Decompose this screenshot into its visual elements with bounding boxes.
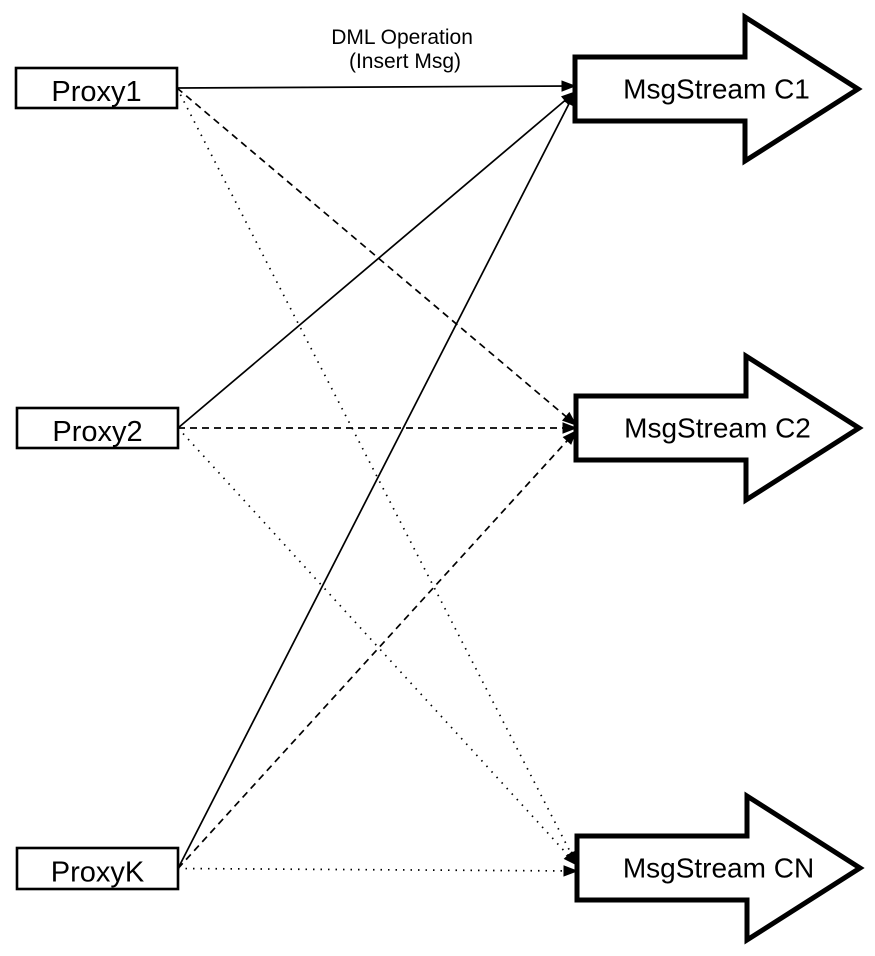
edge-proxyk-to-cn-dotted <box>177 865 579 877</box>
edge-proxy1-to-cn-dotted <box>176 87 578 867</box>
edge-proxy2-to-cn-dotted <box>177 427 578 867</box>
stream-label-cn: MsgStream CN <box>623 853 814 884</box>
stream-node-c1: MsgStream C1 <box>572 12 863 166</box>
stream-arrow-c2 <box>573 351 864 505</box>
proxy-node-proxyk: ProxyK <box>15 846 180 891</box>
edge-proxyk-to-c2-dashed <box>177 429 577 870</box>
edge-proxy1-to-c1-solid <box>176 80 577 92</box>
stream-label-c2: MsgStream C2 <box>624 413 811 444</box>
edge-proxy2-to-c1-solid <box>177 91 577 429</box>
edge-proxy1-to-c2-dashed <box>176 87 578 426</box>
proxy-node-proxy2: Proxy2 <box>15 406 180 450</box>
stream-node-c2: MsgStream C2 <box>573 351 864 505</box>
proxy-box-proxy1 <box>14 66 179 110</box>
edge-proxyk-to-c1-solid <box>177 90 576 869</box>
proxy-box-proxyk <box>15 846 180 891</box>
proxy-label-proxyk: ProxyK <box>51 857 145 889</box>
stream-arrow-c1 <box>572 12 863 166</box>
edge-label-line1: DML Operation <box>331 26 473 49</box>
edges-layer <box>176 80 579 877</box>
stream-label-c1: MsgStream C1 <box>623 74 810 105</box>
proxy-box-proxy2 <box>15 406 180 450</box>
proxy-label-proxy2: Proxy2 <box>52 416 142 448</box>
proxy-node-proxy1: Proxy1 <box>14 66 179 110</box>
edge-label-line2: (Insert Msg) <box>349 50 461 73</box>
stream-node-cn: MsgStream CN <box>574 791 865 945</box>
proxy-label-proxy1: Proxy1 <box>51 76 141 108</box>
edge-label-dml-operation: DML Operation (Insert Msg) <box>331 26 478 73</box>
stream-arrow-cn <box>574 791 865 945</box>
